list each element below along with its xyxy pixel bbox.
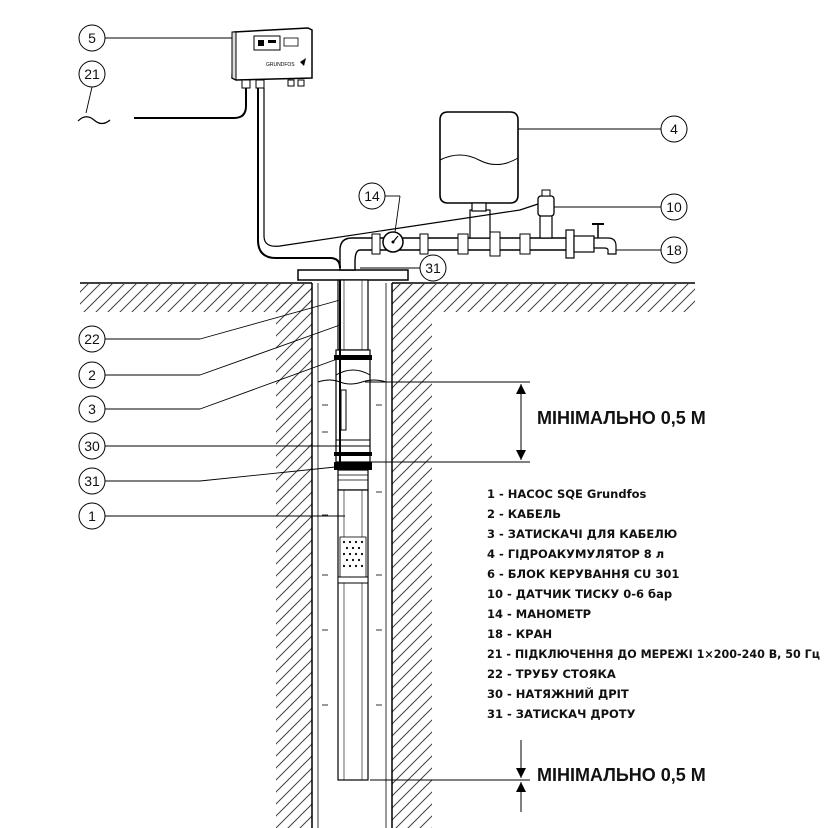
legend-item: 3 - ЗАТИСКАЧІ ДЛЯ КАБЕЛЮ [487,527,677,541]
callout-31-bottom: 31 [78,465,346,495]
legend: 1 - НАСОС SQE Grundfos 2 - КАБЕЛЬ 3 - ЗА… [487,487,820,721]
legend-item: 1 - НАСОС SQE Grundfos [487,487,647,501]
dimension-bottom: МІНІМАЛЬНО 0,5 М [370,740,706,812]
svg-text:3: 3 [88,401,96,417]
callout-21: 21 [78,60,106,114]
soil-right-wall [392,284,432,828]
legend-item: 18 - КРАН [487,627,552,641]
casing-marks [322,404,382,706]
soil-left-wall [276,284,312,828]
legend-item: 10 - ДАТЧИК ТИСКУ 0-6 бар [487,587,672,601]
svg-text:10: 10 [666,199,682,215]
callout-18: 18 [616,236,688,264]
svg-text:30: 30 [84,438,100,454]
callout-5: 5 [78,24,232,52]
wire-clamp [334,462,372,470]
control-box-display [253,35,281,51]
mains-cable [134,88,247,119]
tap-spout [593,237,617,255]
callout-2: 2 [78,324,341,389]
svg-text:2: 2 [88,367,96,383]
surface-piping [339,209,617,271]
control-box-brand: GRUNDFOS [266,62,295,68]
legend-item: 6 - БЛОК КЕРУВАННЯ CU 301 [487,567,679,581]
cable-clamp [334,355,372,360]
legend-item: 31 - ЗАТИСКАЧ ДРОТУ [487,707,636,721]
svg-text:21: 21 [84,66,100,82]
water-level-line [317,379,387,385]
svg-text:18: 18 [666,242,682,258]
svg-text:31: 31 [425,260,441,276]
callout-31-top: 31 [360,254,447,282]
svg-text:31: 31 [84,473,100,489]
svg-text:5: 5 [88,30,96,46]
dimension-bottom-label: МІНІМАЛЬНО 0,5 М [537,765,706,785]
well-head-plate [297,269,409,281]
svg-text:14: 14 [364,188,380,204]
legend-item: 21 - ПІДКЛЮЧЕННЯ ДО МЕРЕЖІ 1×200-240 В, … [487,647,820,661]
intake-holes [342,540,364,568]
svg-text:22: 22 [84,331,100,347]
legend-item: 4 - ГІДРОАКУМУЛЯТОР 8 л [487,547,664,561]
riser-pipe [337,279,369,351]
cable-clamp [334,452,372,456]
box-to-pump-cable [257,88,341,269]
callout-4: 4 [518,115,688,143]
sensor-cable [263,88,539,247]
callout-1: 1 [78,502,345,530]
control-box: GRUNDFOS [231,27,313,89]
callout-22: 22 [78,299,341,353]
pump-body [337,469,369,781]
pipe-section-lower [335,349,371,463]
svg-text:4: 4 [670,121,678,137]
callout-30: 30 [78,432,370,460]
pressure-tank [439,111,519,212]
legend-item: 2 - КАБЕЛЬ [487,507,561,521]
mains-wave-symbol [77,116,111,125]
callout-3: 3 [78,357,341,423]
callout-14: 14 [358,182,401,233]
manometer [382,231,404,253]
legend-item: 30 - НАТЯЖНИЙ ДРІТ [487,686,629,701]
pressure-sensor [537,189,555,217]
callout-10: 10 [554,193,688,221]
svg-text:1: 1 [88,508,96,524]
legend-item: 14 - МАНОМЕТР [487,607,591,621]
dimension-top-label: МІНІМАЛЬНО 0,5 М [537,408,706,428]
legend-item: 22 - ТРУБУ СТОЯКА [487,667,616,681]
dimension-top: МІНІМАЛЬНО 0,5 М [365,381,706,463]
